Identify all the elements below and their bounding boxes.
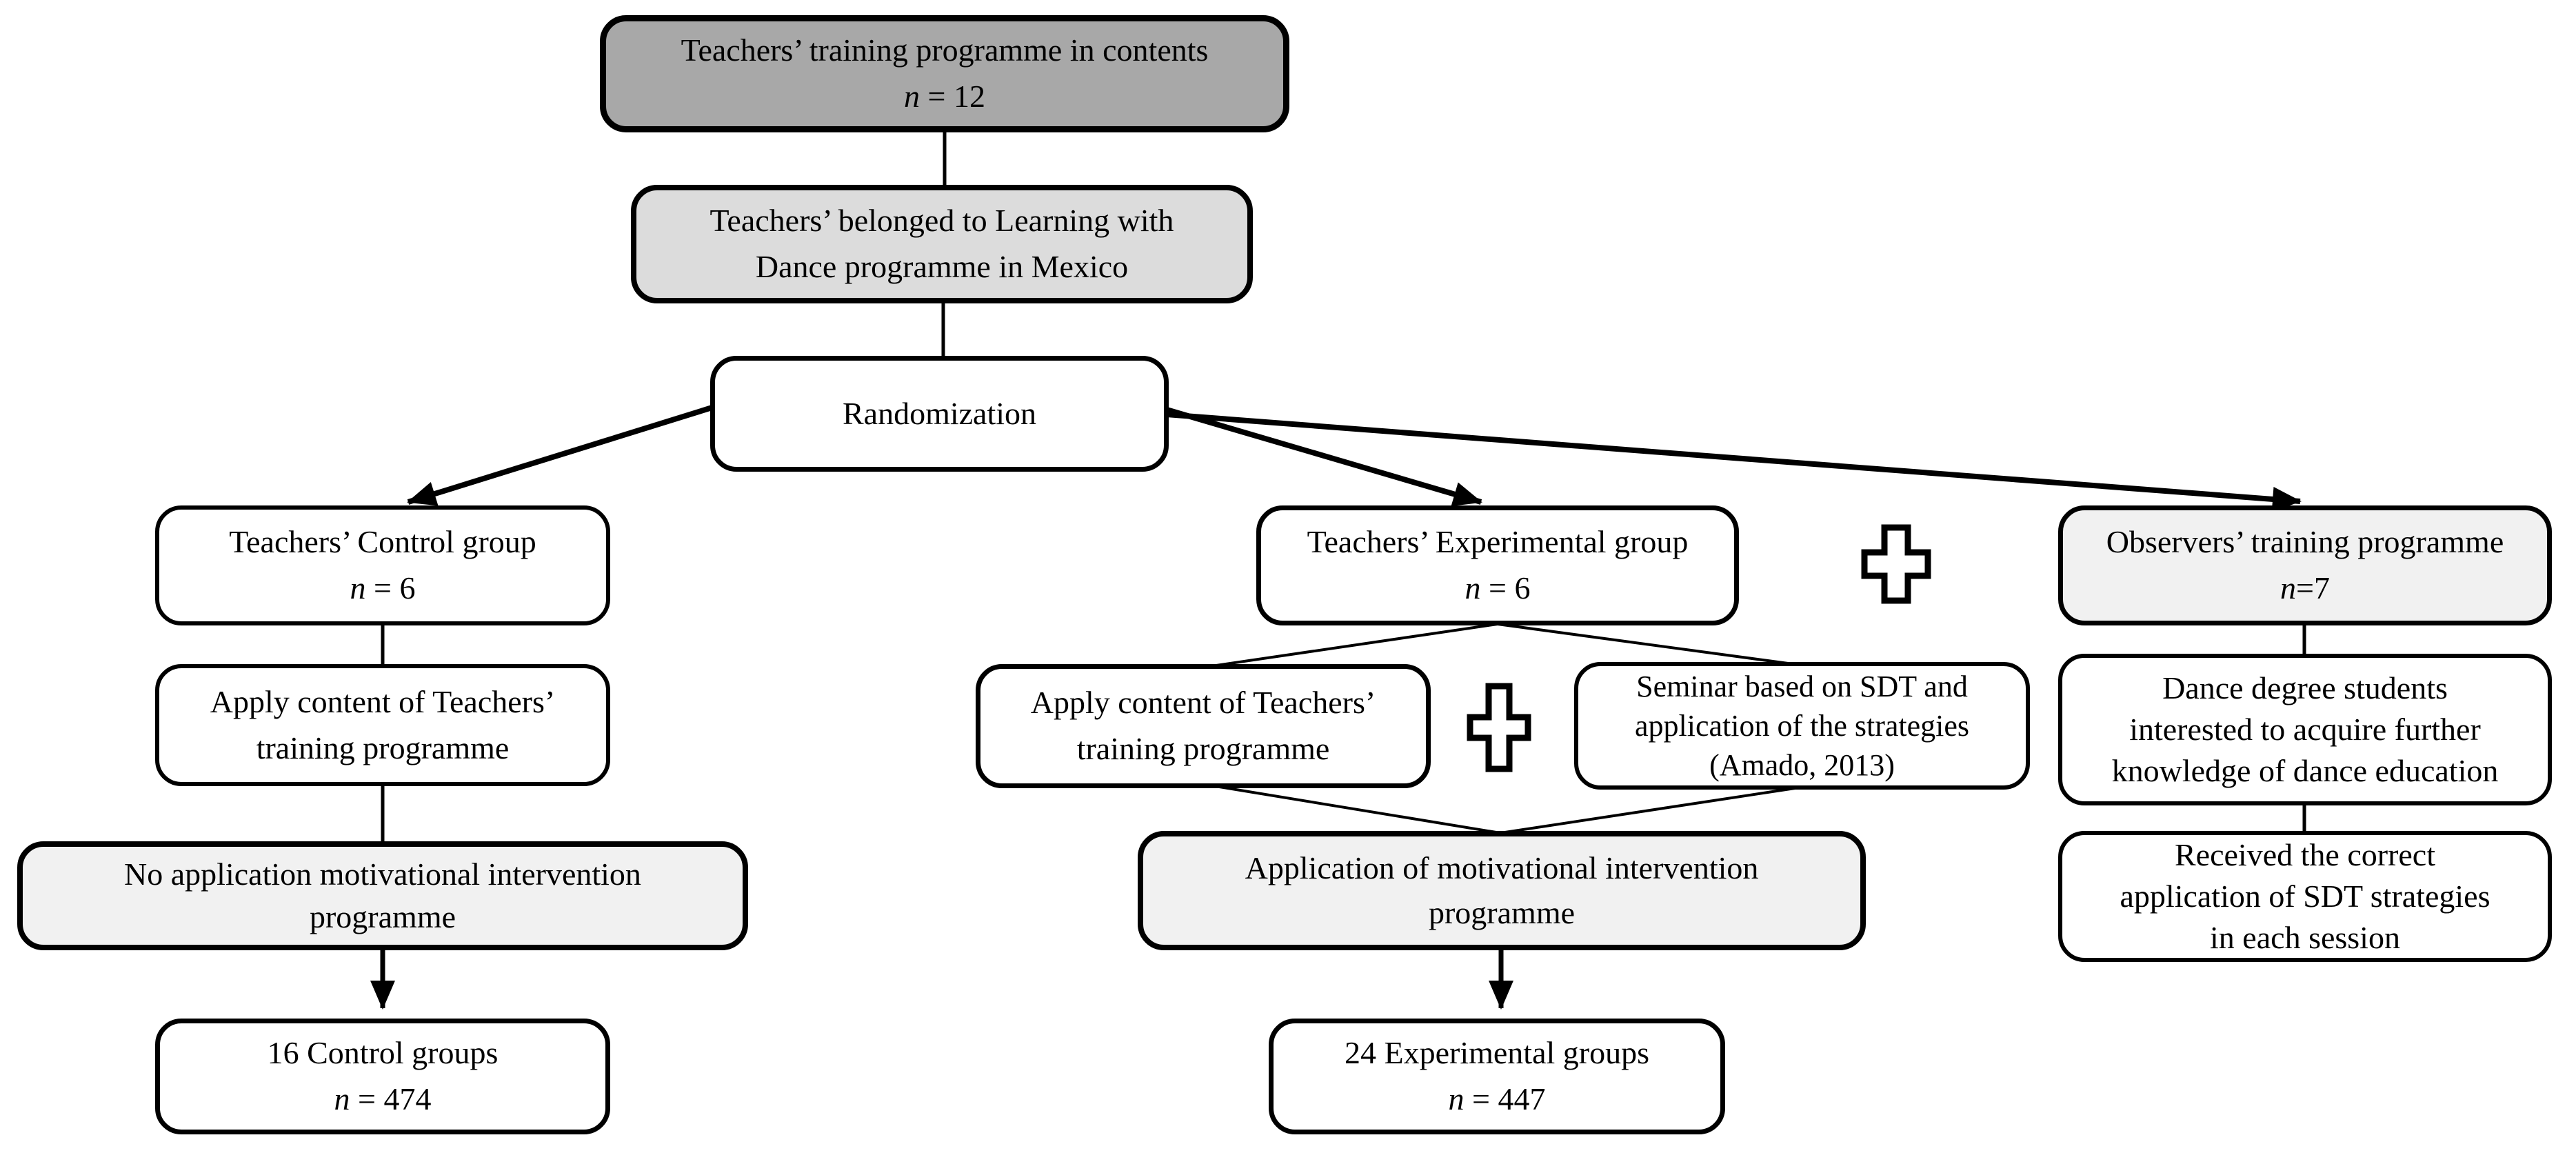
node-observers-training-programme: Observers’ training programme n=7 bbox=[2058, 505, 2552, 625]
node-label: training programme bbox=[256, 730, 510, 765]
node-dance-degree-students: Dance degree students interested to acqu… bbox=[2058, 654, 2552, 805]
node-label: Apply content of Teachers’ bbox=[210, 683, 556, 719]
node-label: Teachers’ belonged to Learning with bbox=[710, 203, 1174, 239]
node-label: Teachers’ training programme in contents bbox=[681, 32, 1209, 68]
node-label: Teachers’ Control group bbox=[229, 524, 536, 560]
arrow-randomization-to-experimental bbox=[1165, 407, 1482, 506]
node-n-count: n = 447 bbox=[1448, 1081, 1546, 1116]
node-label: application of SDT strategies bbox=[2120, 879, 2491, 914]
arrow-randomization-to-control bbox=[407, 404, 716, 506]
connector-seminar-to-application bbox=[1500, 786, 1800, 834]
node-label: Dance degree students bbox=[2162, 670, 2448, 706]
node-seminar-sdt: Seminar based on SDT and application of … bbox=[1574, 662, 2030, 790]
node-label: Apply content of Teachers’ bbox=[1030, 685, 1376, 721]
node-24-experimental-groups: 24 Experimental groups n = 447 bbox=[1269, 1019, 1725, 1134]
node-16-control-groups: 16 Control groups n = 474 bbox=[155, 1019, 610, 1134]
node-label: Observers’ training programme bbox=[2106, 524, 2504, 560]
node-label: Randomization bbox=[842, 395, 1037, 431]
node-n-count: n = 12 bbox=[904, 79, 985, 114]
plus-icon bbox=[1861, 524, 1931, 604]
node-label: application of the strategies bbox=[1634, 708, 1970, 743]
node-n-count: n = 6 bbox=[1465, 570, 1531, 605]
node-n-count: n=7 bbox=[2280, 570, 2330, 605]
plus-icon bbox=[1467, 683, 1531, 772]
node-label: interested to acquire further bbox=[2129, 712, 2481, 748]
node-randomization: Randomization bbox=[710, 356, 1169, 472]
node-n-count: n = 6 bbox=[350, 570, 416, 605]
node-label: Received the correct bbox=[2175, 837, 2435, 873]
node-label: training programme bbox=[1076, 731, 1330, 766]
node-label: Application of motivational intervention bbox=[1245, 850, 1759, 886]
connector-experimental-to-apply-mid bbox=[1206, 623, 1498, 668]
node-label: 24 Experimental groups bbox=[1344, 1035, 1649, 1071]
node-label: programme bbox=[309, 899, 456, 934]
node-apply-content-experimental: Apply content of Teachers’ training prog… bbox=[976, 664, 1431, 788]
node-apply-content-control: Apply content of Teachers’ training prog… bbox=[155, 664, 610, 786]
node-label: Seminar based on SDT and bbox=[1636, 669, 1968, 703]
connector-experimental-to-seminar bbox=[1497, 623, 1799, 666]
node-n-count: n = 474 bbox=[334, 1081, 432, 1116]
node-received-correct-application: Received the correct application of SDT … bbox=[2058, 831, 2552, 962]
node-label: Dance programme in Mexico bbox=[755, 249, 1129, 284]
node-belonged-learning-with-dance: Teachers’ belonged to Learning with Danc… bbox=[631, 185, 1253, 303]
node-no-application-programme: No application motivational intervention… bbox=[17, 841, 748, 950]
node-teachers-control-group: Teachers’ Control group n = 6 bbox=[155, 505, 610, 625]
node-teachers-training-programme: Teachers’ training programme in contents… bbox=[600, 15, 1289, 132]
node-label: Teachers’ Experimental group bbox=[1307, 524, 1689, 560]
node-label: in each session bbox=[2210, 919, 2400, 955]
node-label: 16 Control groups bbox=[267, 1035, 499, 1071]
node-label: (Amado, 2013) bbox=[1709, 748, 1895, 783]
node-teachers-experimental-group: Teachers’ Experimental group n = 6 bbox=[1256, 505, 1739, 625]
node-application-programme: Application of motivational intervention… bbox=[1138, 831, 1866, 950]
node-label: No application motivational intervention bbox=[124, 856, 641, 892]
arrow-randomization-to-observers bbox=[1166, 412, 2302, 512]
connector-apply-mid-to-application bbox=[1206, 783, 1501, 834]
node-label: programme bbox=[1428, 894, 1576, 930]
node-label: knowledge of dance education bbox=[2111, 752, 2499, 788]
